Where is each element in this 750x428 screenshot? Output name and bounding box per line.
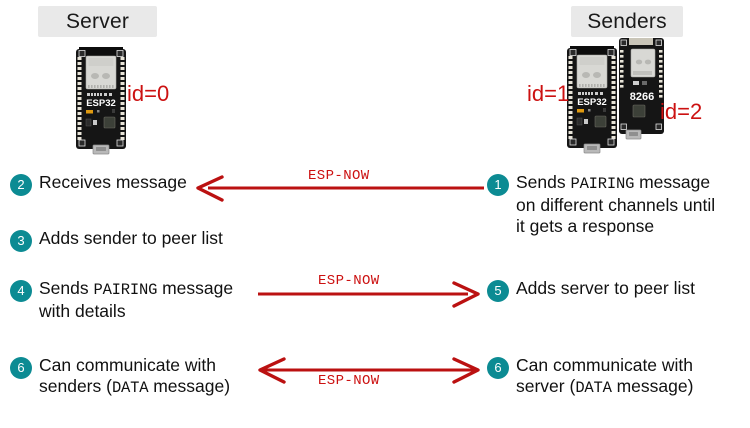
- step-item-3: 3 Adds sender to peer list: [10, 228, 223, 252]
- step-text-1-keyword: PAIRING: [570, 175, 635, 193]
- step-text-6-right-post: message): [611, 376, 694, 396]
- step-badge-6-right: 6: [487, 357, 509, 379]
- step-item-2: 2 Receives message: [10, 172, 187, 196]
- arrow-label-3: ESP-NOW: [318, 373, 380, 389]
- arrow-right-to-left-1: [196, 175, 484, 202]
- step-text-1-post: message on different channels until it g…: [516, 172, 716, 236]
- step-badge-1: 1: [487, 174, 509, 196]
- step-text-4-post: message with details: [39, 278, 234, 321]
- esp32-board-icon: ESP32: [73, 47, 129, 160]
- step-badge-4: 4: [10, 280, 32, 302]
- step-text-3: Adds sender to peer list: [39, 228, 223, 248]
- step-item-4: 4 Sends PAIRING message with details: [10, 278, 233, 322]
- step-text-6-left-post: message): [148, 376, 231, 396]
- step-badge-5: 5: [487, 280, 509, 302]
- step-text-6-left: Can communicate with senders (DATA messa…: [39, 355, 230, 399]
- svg-text:8266: 8266: [630, 91, 654, 103]
- step-text-4-pre: Sends: [39, 278, 94, 298]
- header-label-server: Server: [38, 6, 157, 37]
- step-text-1: Sends PAIRING message on different chann…: [516, 172, 715, 237]
- step-text-5: Adds server to peer list: [516, 278, 695, 298]
- step-text-6-left-keyword: DATA: [111, 379, 149, 397]
- header-label-senders: Senders: [571, 6, 683, 37]
- step-item-5: 5 Adds server to peer list: [487, 278, 695, 302]
- step-text-1-pre: Sends: [516, 172, 571, 192]
- id-label-server: id=0: [127, 81, 170, 106]
- esp8266-board-icon: 8266: [619, 37, 664, 140]
- step-text-6-left-pre: Can communicate with senders (: [39, 355, 217, 396]
- arrow-left-to-right-2: [258, 281, 480, 308]
- step-text-4-keyword: PAIRING: [93, 281, 158, 299]
- step-text-4: Sends PAIRING message with details: [39, 278, 233, 322]
- step-item-1: 1 Sends PAIRING message on different cha…: [487, 172, 715, 237]
- step-text-6-right: Can communicate with server (DATA messag…: [516, 355, 693, 399]
- svg-text:ESP32: ESP32: [86, 98, 116, 109]
- arrow-bidirectional-3: [258, 357, 480, 384]
- esp32-board-icon: ESP32: [567, 46, 617, 154]
- step-item-6-right: 6 Can communicate with server (DATA mess…: [487, 355, 693, 399]
- step-text-6-right-keyword: DATA: [575, 379, 612, 397]
- svg-text:ESP32: ESP32: [577, 97, 607, 108]
- sender-boards-group: 8266: [549, 37, 689, 163]
- id-label-sender-2: id=2: [660, 99, 703, 124]
- step-badge-3: 3: [10, 230, 32, 252]
- step-badge-6-left: 6: [10, 357, 32, 379]
- arrow-label-2: ESP-NOW: [318, 273, 380, 289]
- arrow-label-1: ESP-NOW: [308, 168, 370, 184]
- step-item-6-left: 6 Can communicate with senders (DATA mes…: [10, 355, 230, 399]
- id-label-sender-1: id=1: [527, 81, 570, 106]
- step-text-2: Receives message: [39, 172, 187, 192]
- step-badge-2: 2: [10, 174, 32, 196]
- step-text-6-right-pre: Can communicate with server (: [516, 355, 694, 396]
